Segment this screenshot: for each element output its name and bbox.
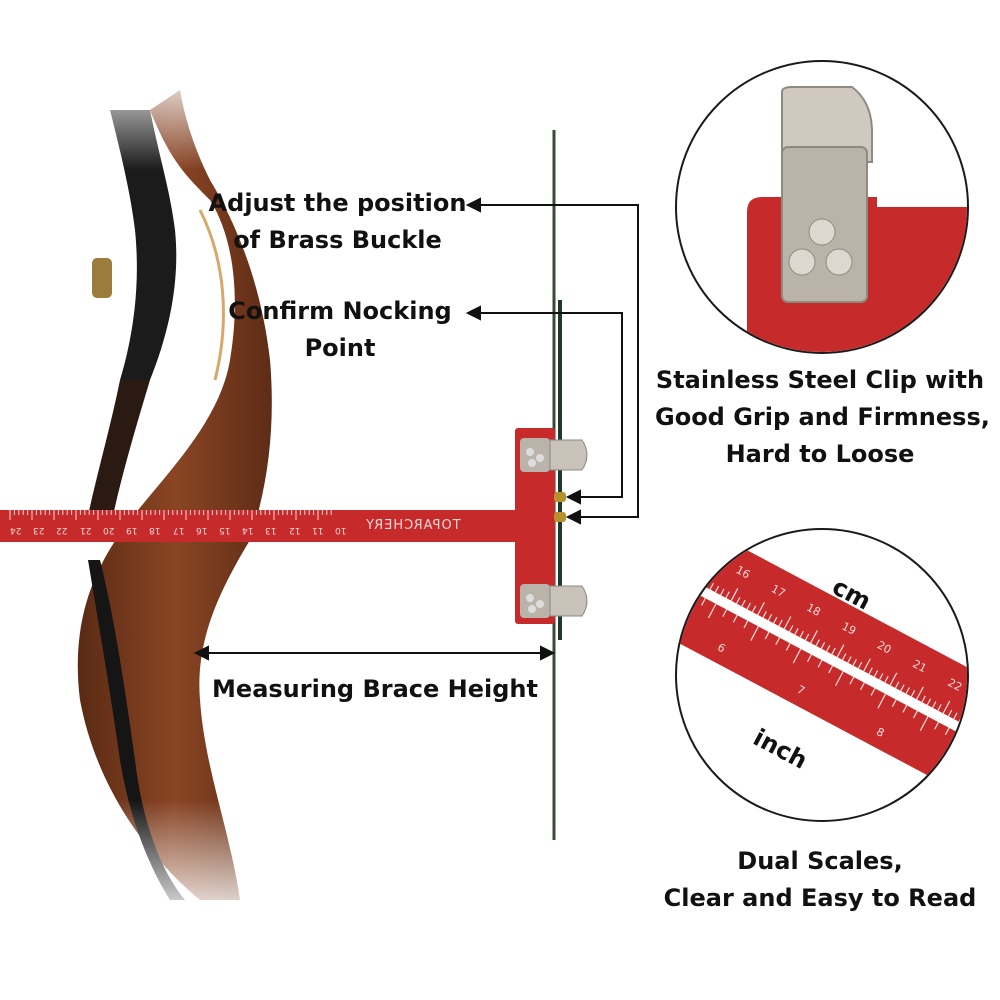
scale-tick-cm: [826, 644, 831, 652]
scale-tick-inch: [807, 654, 812, 662]
ruler-brand: TOPARCHERY: [365, 518, 461, 533]
bow-riser: [0, 60, 320, 930]
scale-tick-cm: [778, 619, 783, 627]
scale-tick-inch: [934, 721, 940, 730]
scale-tick-cm: [736, 597, 741, 604]
scale-tick-cm: [921, 695, 926, 703]
scale-tick-cm: [762, 611, 767, 618]
scale-tick-cm: [757, 602, 765, 616]
scale-tick-cm: [804, 633, 810, 641]
scale-tick-inch: [835, 671, 844, 686]
scale-tick-cm: [894, 681, 900, 689]
scale-tick-cm: [910, 690, 916, 697]
scale-cm-tick-label: 18: [804, 601, 822, 619]
scale-tick-cm: [889, 672, 898, 686]
scale-tick-cm: [841, 653, 847, 661]
scale-tick-inch: [792, 648, 802, 664]
scale-tick-cm: [879, 673, 884, 680]
scale-tick-inch: [732, 614, 738, 623]
scale-tick-inch: [849, 676, 855, 685]
bow-square-ruler: [0, 428, 588, 624]
label-nocking-point: Confirm Nocking Point: [228, 297, 452, 362]
scale-tick-cm: [783, 616, 792, 630]
scale-tick-cm: [767, 613, 773, 621]
scale-tick-cm: [857, 661, 863, 669]
scale-tick-cm: [799, 630, 804, 638]
scale-tick-cm: [773, 616, 778, 624]
scale-tick-cm: [932, 701, 937, 709]
steel-clip-bottom: [520, 584, 588, 618]
zoom-circle-scales: 1516171819202122236789 cm inch: [675, 528, 969, 822]
scale-tick-cm: [916, 686, 924, 700]
scale-tick-inch: [870, 688, 876, 696]
label-brass-buckle: Adjust the position of Brass Buckle: [208, 189, 467, 254]
scale-cm-tick-label: 17: [769, 582, 787, 600]
scale-tick-inch: [860, 682, 865, 691]
brass-buckle-upper: [554, 492, 566, 502]
scale-tick-cm: [873, 670, 879, 678]
scale-cm-tick-label: 21: [910, 657, 928, 675]
scale-tick-cm: [789, 625, 794, 632]
scale-tick-inch: [722, 609, 728, 617]
scale-tick-cm: [720, 588, 725, 596]
brass-buckle-lower: [554, 512, 566, 522]
scale-tick-cm: [868, 667, 873, 675]
scale-tick-cm: [746, 602, 751, 610]
scale-tick-cm: [852, 659, 857, 666]
scale-tick-cm: [831, 647, 836, 655]
scale-tick-inch: [912, 710, 918, 719]
scale-cm-tick-label: 19: [840, 620, 858, 638]
scale-tick-cm: [709, 582, 714, 590]
scale-tick-cm: [741, 599, 746, 607]
scale-tick-cm: [900, 684, 905, 692]
scale-tick-cm: [714, 585, 720, 593]
scale-tick-cm: [794, 628, 799, 635]
scale-cm-tick-label: 20: [875, 638, 893, 656]
scale-tick-cm: [725, 591, 730, 599]
scale-tick-inch: [707, 603, 717, 619]
scale-tick-inch: [750, 626, 759, 641]
clip-closeup: [747, 86, 967, 352]
scale-tick-cm: [884, 675, 889, 683]
scale-tick-inch: [764, 631, 770, 640]
scale-tick-inch: [891, 699, 897, 708]
label-steel-clip: Stainless Steel Clip with Good Grip and …: [655, 366, 990, 468]
scale-cm-tick-label: 22: [946, 676, 964, 694]
scale-tick-inch: [785, 643, 791, 651]
scale-tick-inch: [919, 716, 929, 731]
scale-tick-cm: [937, 704, 942, 711]
scale-tick-cm: [926, 698, 932, 706]
scale-tick-cm: [905, 687, 910, 694]
ruler-ticks: [9, 510, 332, 520]
scale-tick-inch: [828, 665, 834, 674]
zoom-circle-clip: [675, 60, 969, 354]
scale-tick-cm: [953, 712, 958, 720]
scale-tick-inch: [817, 659, 823, 668]
scale-tick-inch: [701, 597, 706, 606]
scale-tick-cm: [820, 642, 826, 649]
scale-tick-inch: [944, 727, 950, 736]
scale-tick-inch: [743, 620, 749, 629]
scale-tick-inch: [877, 693, 887, 709]
scale-cm-tick-label: 16: [734, 563, 752, 581]
callout-arrows: [193, 197, 639, 661]
scale-tick-cm: [942, 700, 951, 714]
scale-tick-cm: [847, 656, 852, 663]
scale-tick-cm: [815, 639, 820, 647]
scale-tick-cm: [751, 605, 757, 613]
scale-tick-cm: [730, 588, 739, 601]
label-dual-scales: Dual Scales, Clear and Easy to Read: [663, 847, 977, 912]
scale-tick-cm: [863, 658, 871, 672]
scale-tick-cm: [947, 709, 953, 717]
steel-clip-top: [520, 438, 588, 472]
scale-tick-cm: [836, 644, 845, 658]
scale-tick-inch: [902, 705, 908, 713]
scale-tick-cm: [810, 630, 818, 644]
scale-tick-inch: [775, 637, 781, 646]
label-brace-height: Measuring Brace Height: [212, 675, 538, 703]
